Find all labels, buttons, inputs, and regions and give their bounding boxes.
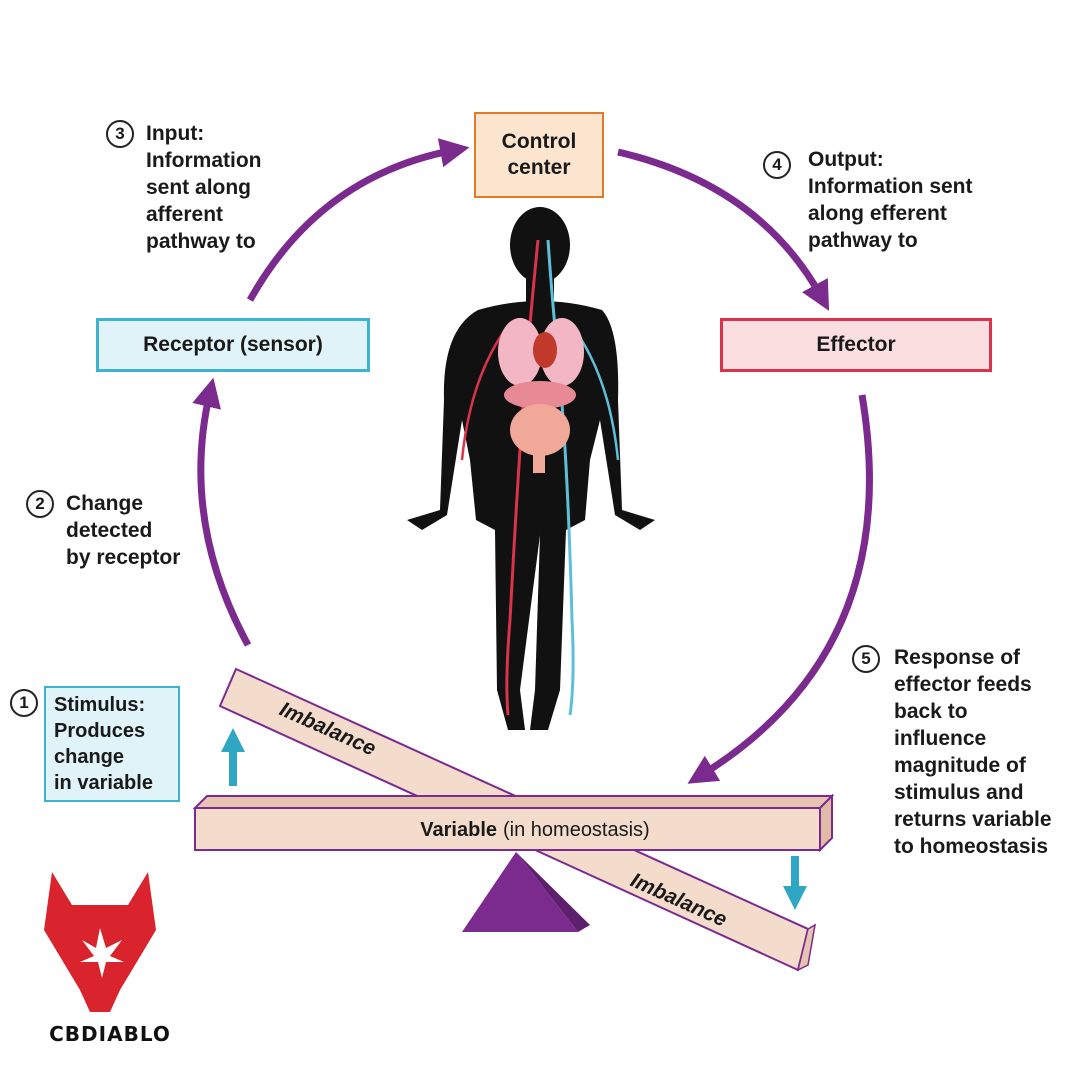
stimulus-box: Stimulus: Produces change in variable [44, 686, 180, 802]
fulcrum [462, 852, 578, 932]
step-4-number: 4 [763, 151, 791, 179]
step-5-number: 5 [852, 645, 880, 673]
arrow-output [617, 148, 830, 311]
step-2-number: 2 [26, 490, 54, 518]
up-arrow-icon [221, 728, 245, 786]
effector-box: Effector [720, 318, 992, 372]
human-body-figure [407, 207, 655, 730]
control-center-box: Control center [474, 112, 604, 198]
step-2-text: Change detected by receptor [66, 492, 181, 569]
receptor-box: Receptor (sensor) [96, 318, 370, 372]
arrow-input [246, 138, 470, 302]
logo-text: CBDIABLO [49, 1022, 171, 1046]
step-4-text: Output: Information sent along efferent … [808, 148, 973, 252]
arrow-feedback [687, 394, 873, 784]
step-3-text: Input: Information sent along afferent p… [146, 122, 262, 253]
variable-label: Variable(in homeostasis) [420, 819, 649, 841]
step-3-number: 3 [106, 120, 134, 148]
step-5-text: Response of effector feeds back to influ… [894, 646, 1052, 858]
down-arrow-icon [783, 856, 807, 910]
arrow-detect [192, 377, 252, 647]
step-1-number: 1 [10, 689, 38, 717]
variable-beam [192, 793, 835, 853]
cbdiablo-logo-icon [44, 872, 156, 1012]
